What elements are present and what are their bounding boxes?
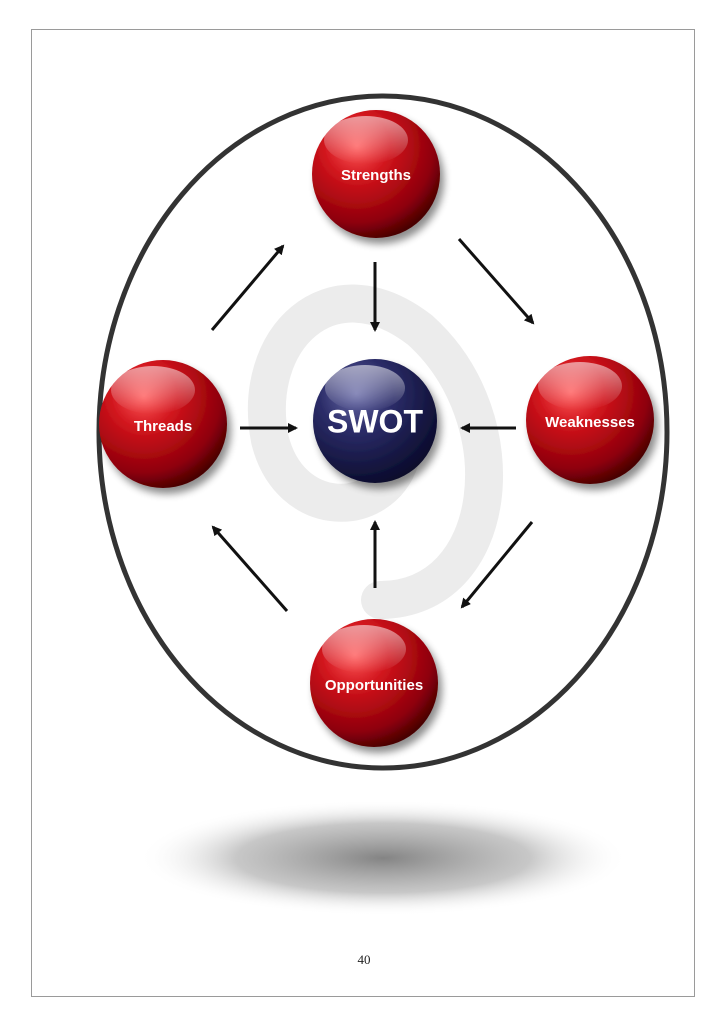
node-threads: Threads [99, 360, 227, 488]
arrow-opportunities-to-threads [211, 525, 289, 612]
node-threads-label: Threads [134, 418, 192, 435]
node-strengths: Strengths [312, 110, 440, 238]
arrow-strengths-to-weaknesses [457, 238, 535, 325]
node-opportunities-label: Opportunities [325, 677, 423, 694]
node-weaknesses: Weaknesses [526, 356, 654, 484]
ground-shadow [138, 800, 628, 916]
arrow-weaknesses-to-opportunities [460, 521, 534, 609]
node-swot-center: SWOT [313, 359, 437, 483]
node-swot-label: SWOT [327, 403, 423, 439]
node-strengths-label: Strengths [341, 167, 411, 184]
node-opportunities: Opportunities [310, 619, 438, 747]
node-weaknesses-label: Weaknesses [545, 414, 635, 431]
arrows [210, 238, 535, 612]
page-number: 40 [357, 952, 371, 967]
arrow-threads-to-strengths [210, 244, 285, 331]
